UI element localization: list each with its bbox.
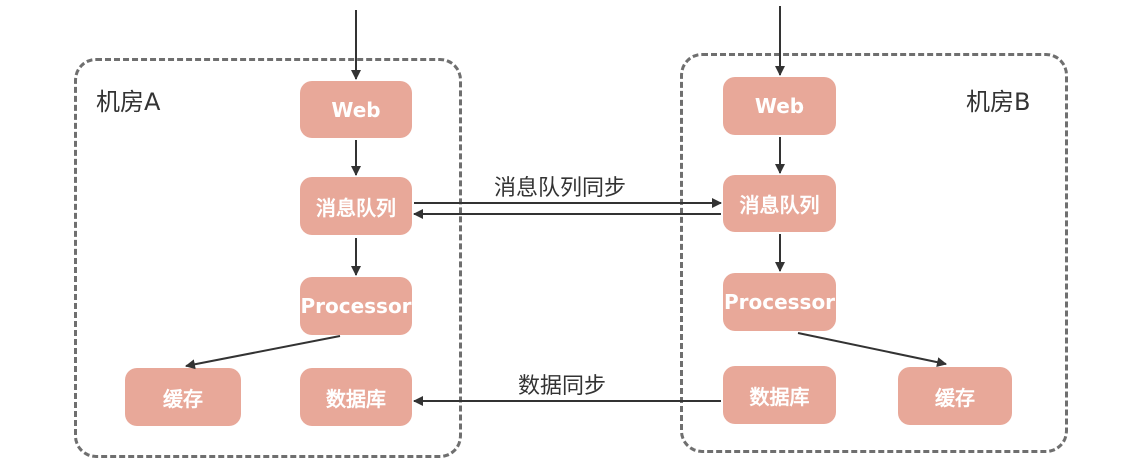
room-b-container xyxy=(680,53,1068,453)
room-a-processor-to-cache-arrow xyxy=(185,335,341,370)
room-a-container xyxy=(74,58,462,458)
room-b-web-node: Web xyxy=(723,77,836,135)
room-a-database-node: 数据库 xyxy=(300,368,412,426)
room-b-database-node: 数据库 xyxy=(723,366,836,424)
room-b-cache-node: 缓存 xyxy=(898,367,1012,425)
room-a-processor-node: Processor xyxy=(300,277,412,335)
room-a-label: 机房A xyxy=(96,88,161,116)
room-a-web-node: Web xyxy=(300,81,412,138)
room-b-label: 机房B xyxy=(966,88,1031,116)
room-a-message-queue-node: 消息队列 xyxy=(300,177,412,235)
room-b-processor-node: Processor xyxy=(723,273,836,331)
room-a-cache-node: 缓存 xyxy=(125,368,241,426)
message-queue-sync-label: 消息队列同步 xyxy=(494,176,627,201)
room-b-message-queue-node: 消息队列 xyxy=(723,175,836,232)
data-sync-label: 数据同步 xyxy=(518,374,607,399)
room-b-processor-to-cache-arrow xyxy=(797,332,947,368)
